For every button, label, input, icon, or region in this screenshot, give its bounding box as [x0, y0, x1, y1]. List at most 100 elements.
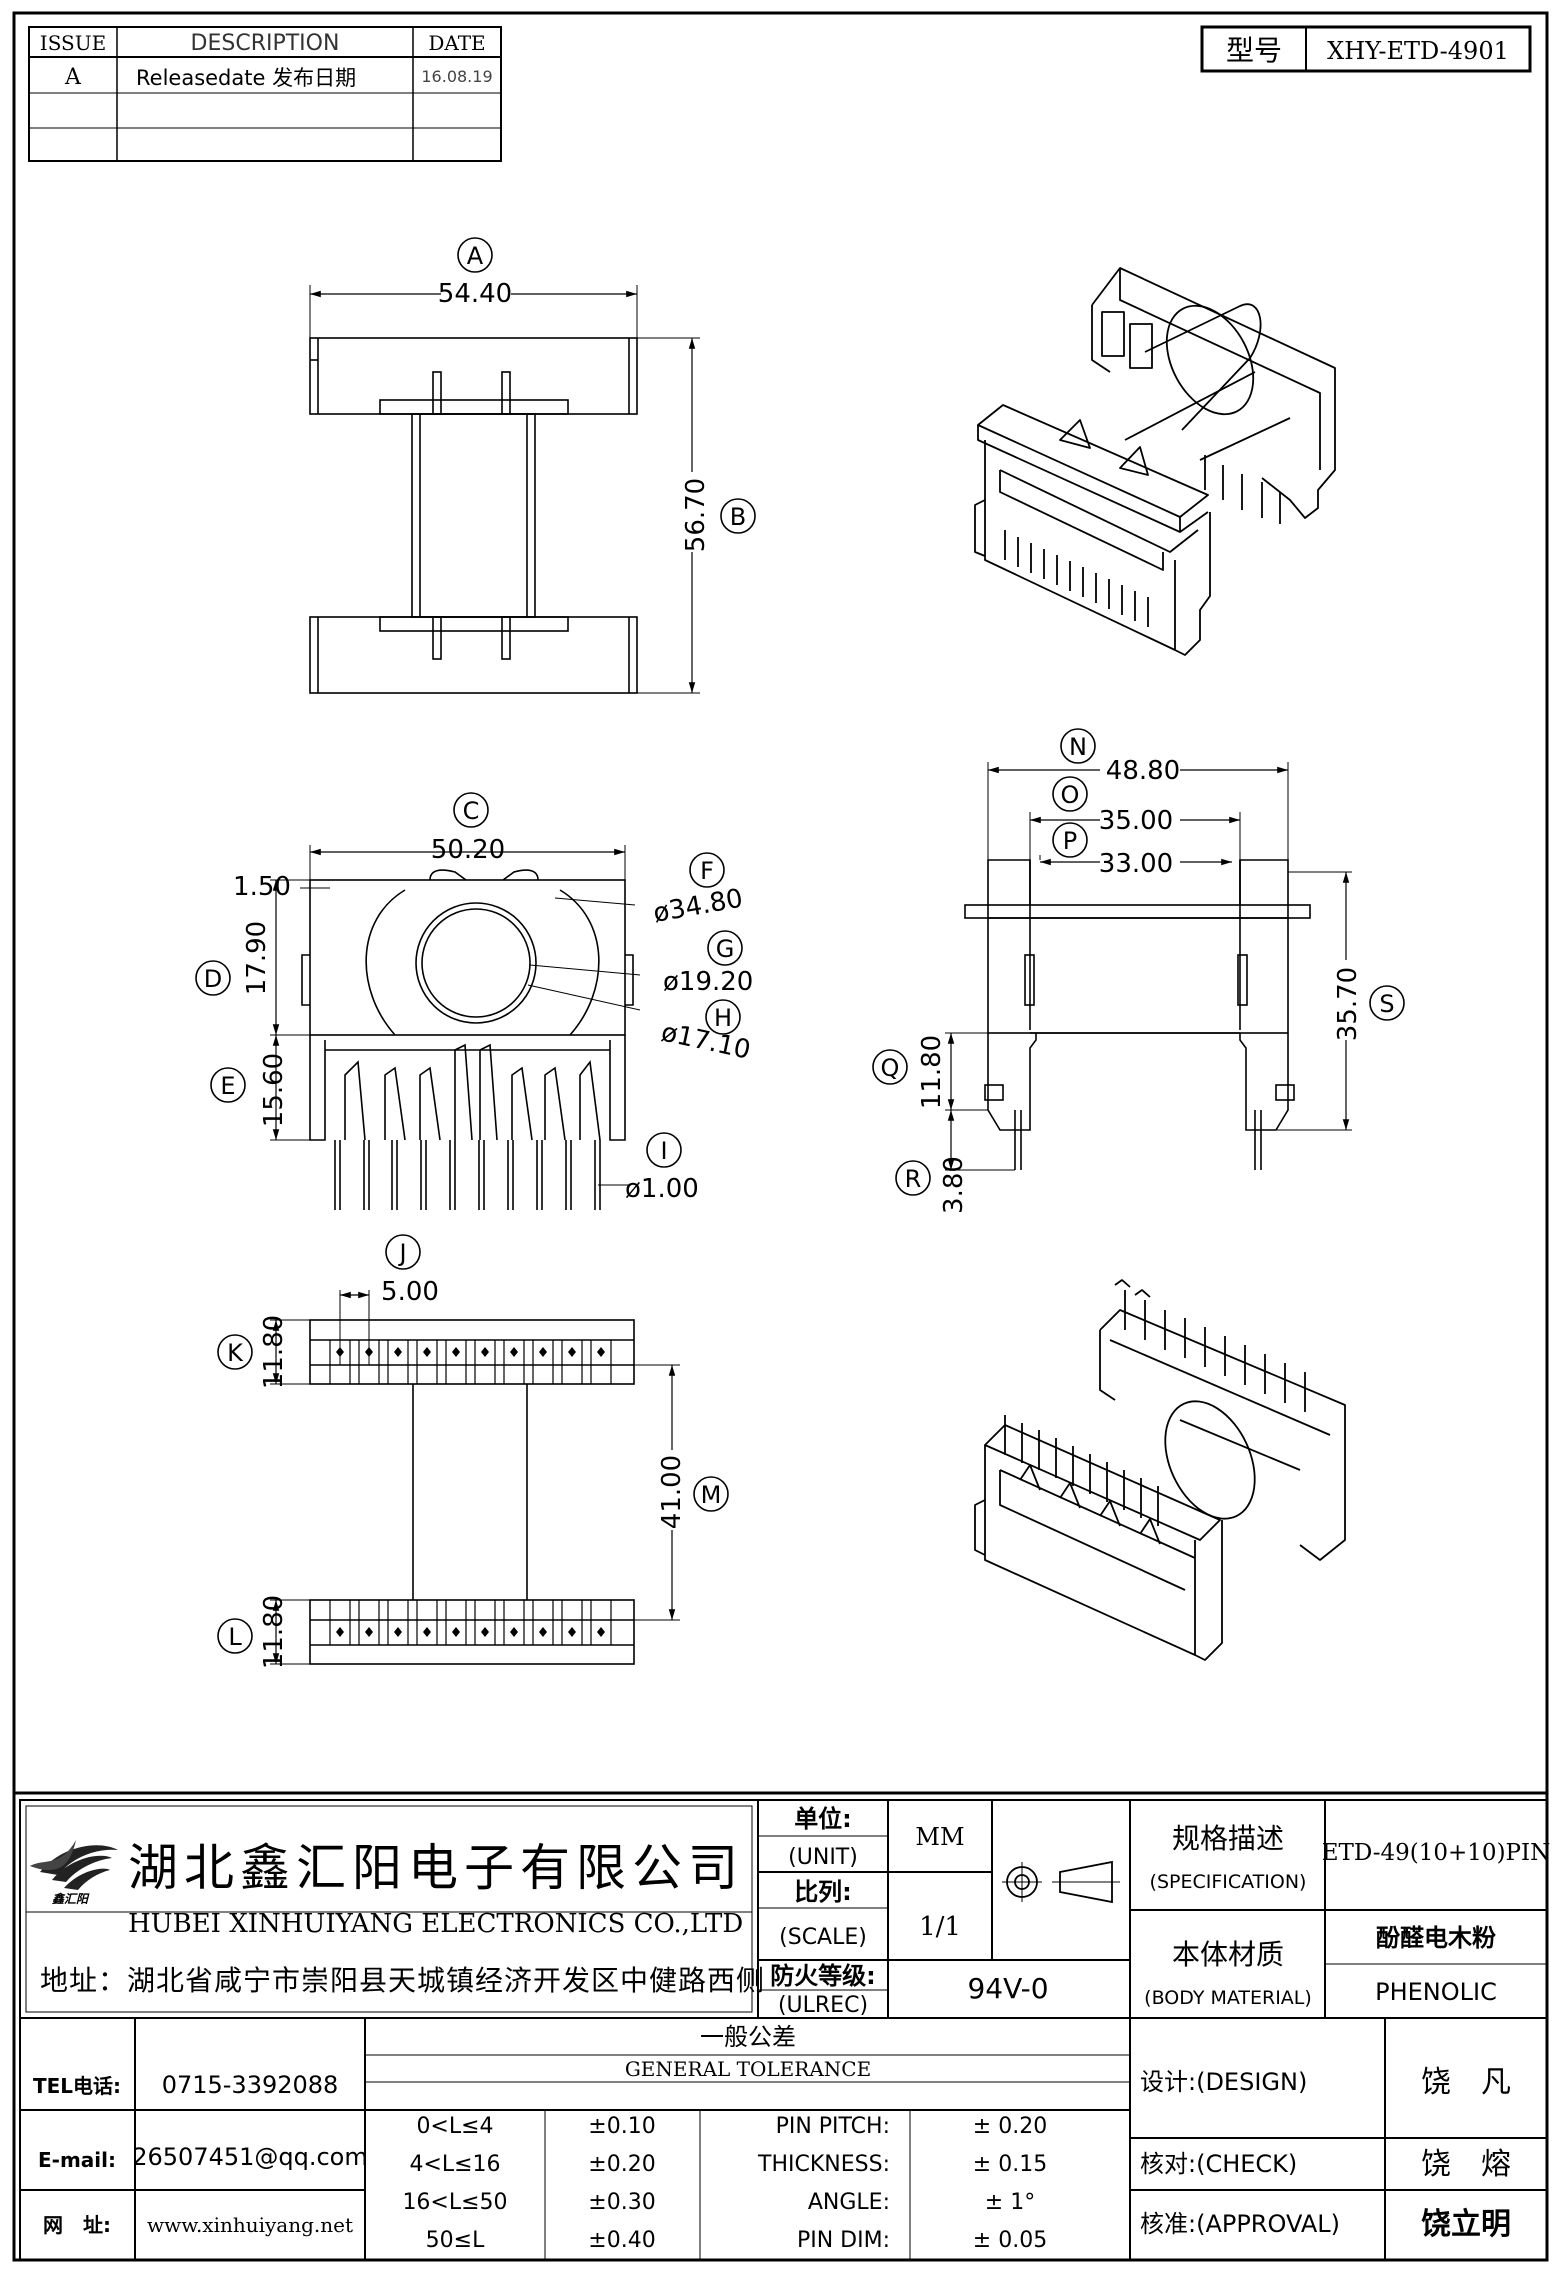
dim-j-letter: J	[397, 1239, 406, 1267]
tolerance-tol: ±0.10	[588, 2114, 655, 2139]
pin-slot	[503, 1340, 525, 1384]
dim-m-value: 41.00	[657, 1455, 687, 1529]
dim-g-value: ø19.20	[663, 967, 753, 997]
dim-c-value: 50.20	[431, 835, 505, 865]
web-label: 网 址:	[43, 2213, 111, 2237]
dim-b-letter: B	[730, 503, 746, 531]
pin-slot	[474, 1600, 496, 1645]
pin-mark	[568, 1347, 576, 1357]
tolerance-range: 4<L≤16	[409, 2152, 500, 2177]
model-box: 型号 XHY-ETD-4901	[1200, 25, 1532, 73]
spec-label-en: (SPECIFICATION)	[1150, 1871, 1307, 1893]
web-value: www.xinhuiyang.net	[147, 2213, 353, 2237]
pin-mark	[394, 1627, 402, 1637]
company-name-cn: 湖北鑫汇阳电子有限公司	[128, 1839, 744, 1897]
pin-slot	[532, 1600, 554, 1645]
dim-k-balloon	[217, 1334, 253, 1370]
dim-s-value: 35.70	[1333, 967, 1363, 1041]
design-label: 设计:(DESIGN)	[1140, 2068, 1307, 2096]
approval-name: 饶立明	[1421, 2207, 1511, 2242]
pin-slot	[416, 1340, 438, 1384]
dim-h-letter: H	[714, 1004, 732, 1032]
dim-o-balloon	[1052, 776, 1088, 812]
scale-label: 比列:	[794, 1878, 852, 1906]
pin-mark	[568, 1627, 576, 1637]
dim-o-value: 35.00	[1099, 806, 1173, 836]
pin-slot	[474, 1340, 496, 1384]
pin-mark	[481, 1347, 489, 1357]
tolerance-val: ± 0.15	[973, 2152, 1047, 2177]
dim-r-balloon	[895, 1160, 931, 1196]
company-name-en: HUBEI XINHUIYANG ELECTRONICS CO.,LTD	[128, 1909, 743, 1939]
tolerance-val: ± 1°	[985, 2190, 1035, 2215]
email-value: 26507451@qq.com	[132, 2143, 368, 2171]
spec-value: ETD-49(10+10)PIN	[1322, 1840, 1550, 1866]
tolerance-tol: ±0.40	[588, 2228, 655, 2253]
pin-mark	[423, 1347, 431, 1357]
front-view	[270, 845, 641, 1210]
pin-mark	[336, 1347, 344, 1357]
bottom-view	[270, 1290, 680, 1665]
pin-slot	[416, 1600, 438, 1645]
dim-o-letter: O	[1061, 781, 1080, 809]
dim-i-balloon	[646, 1132, 682, 1168]
scale-value: 1/1	[919, 1912, 961, 1942]
pin-mark	[394, 1347, 402, 1357]
tolerance-title-en: GENERAL TOLERANCE	[625, 2057, 871, 2081]
rev-issue-cell: A	[64, 65, 82, 90]
title-block	[19, 1799, 1548, 2261]
dim-p-balloon	[1052, 822, 1088, 858]
ulrec-label: 防火等级:	[770, 1962, 876, 1990]
dim-r-letter: R	[905, 1165, 922, 1193]
pin-slot	[329, 1600, 351, 1645]
dim-e-letter: E	[220, 1072, 235, 1100]
pin-mark	[365, 1627, 373, 1637]
iso-view-top	[974, 267, 1336, 656]
pin-mark	[452, 1627, 460, 1637]
approval-label: 核准:(APPROVAL)	[1140, 2210, 1340, 2238]
pin-mark	[539, 1347, 547, 1357]
rev-description-cell: Releasedate 发布日期	[136, 66, 356, 90]
pin-slot	[561, 1600, 583, 1645]
dim-f-letter: F	[700, 857, 714, 885]
dim-c-letter: C	[463, 797, 480, 825]
dim-d-letter: D	[204, 965, 222, 993]
dim-f-balloon	[689, 852, 725, 888]
pin-mark	[510, 1627, 518, 1637]
dim-l-value: 11.80	[259, 1595, 289, 1669]
dim-l-letter: L	[228, 1623, 242, 1651]
dim-g-letter: G	[716, 935, 735, 963]
pin-mark	[423, 1627, 431, 1637]
logo-text: 鑫汇阳	[52, 1892, 90, 1906]
dim-i-letter: I	[660, 1137, 667, 1165]
tolerance-range: 16<L≤50	[402, 2190, 507, 2215]
company-address: 地址：湖北省咸宁市崇阳县天城镇经济开发区中健路西侧	[40, 1964, 765, 1997]
pin-slot	[503, 1600, 525, 1645]
dim-q-value: 11.80	[917, 1035, 947, 1109]
ulrec-value: 94V-0	[967, 1972, 1048, 2005]
top-view	[309, 285, 700, 694]
check-label: 核对:(CHECK)	[1140, 2150, 1297, 2178]
dim-g-balloon	[707, 930, 743, 966]
rev-header-issue: ISSUE	[40, 31, 106, 55]
spec-label: 规格描述	[1172, 1822, 1284, 1855]
dim-m-letter: M	[701, 1481, 722, 1509]
dim-d-value: 17.90	[242, 921, 272, 995]
dim-c-small-value: 1.50	[233, 872, 291, 902]
dim-a-balloon	[457, 237, 493, 273]
pin-slot	[387, 1600, 409, 1645]
tolerance-item: ANGLE:	[808, 2190, 890, 2215]
ulrec-label-en: (ULREC)	[778, 1993, 868, 2018]
pin-slot	[358, 1600, 380, 1645]
revision-table: ISSUE DESCRIPTION DATE A Releasedate 发布日…	[28, 26, 502, 162]
tolerance-tol: ±0.20	[588, 2152, 655, 2177]
tolerance-item: PIN PITCH:	[776, 2114, 890, 2139]
tolerance-title-cn: 一般公差	[700, 2023, 796, 2051]
pin-row-top	[329, 1340, 612, 1384]
pin-slot	[561, 1340, 583, 1384]
pin-mark	[336, 1627, 344, 1637]
dim-p-letter: P	[1063, 827, 1077, 855]
dim-p-value: 33.00	[1099, 849, 1173, 879]
tolerance-range: 0<L≤4	[416, 2114, 493, 2139]
